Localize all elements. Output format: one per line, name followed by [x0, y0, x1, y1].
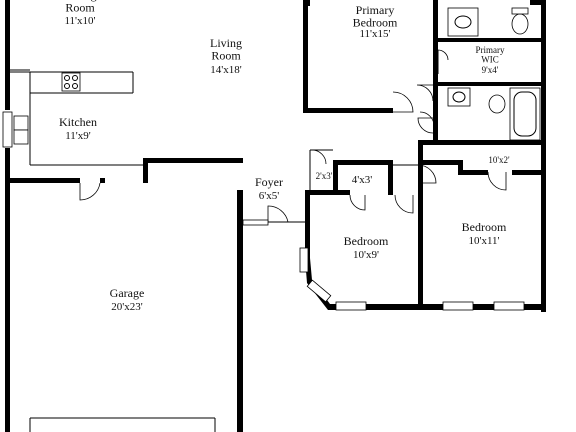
window [2, 111, 13, 148]
room-name: Kitchen [59, 115, 97, 129]
room-dims: 6'x5' [259, 190, 279, 202]
door [79, 182, 101, 201]
room-dims: 11'x9' [65, 130, 91, 142]
window [306, 279, 332, 303]
bathroom-fixtures [447, 7, 541, 141]
room-dims: 9'x4' [482, 65, 499, 75]
kitchen-sink-icon [13, 115, 29, 131]
room-label-bedroom-2: Bedroom 10'x11' [462, 220, 507, 247]
garage-door [29, 417, 216, 432]
room-dims: 20'x23' [111, 301, 142, 313]
door [416, 84, 434, 102]
window [493, 301, 525, 311]
room-dims: 10'x9' [353, 249, 379, 261]
room-name: Bedroom [462, 220, 507, 234]
room-label-bedroom-1: Bedroom 10'x9' [344, 234, 389, 261]
front-door [242, 219, 269, 226]
door [311, 149, 327, 165]
closet-dims: 4'x3' [352, 174, 372, 186]
partition-lines [10, 69, 418, 223]
doors [79, 49, 507, 226]
closet-dims: 10'x2' [488, 155, 510, 165]
room-label-dining: DiningRoom 11'x10' [63, 0, 96, 27]
kitchen-sink-icon [13, 129, 29, 145]
bathroom-sink-icon [447, 87, 471, 107]
door [437, 49, 449, 61]
door [392, 91, 414, 113]
door [487, 171, 507, 191]
door [349, 194, 366, 211]
room-name: Foyer [255, 175, 283, 189]
toilet-icon [511, 13, 529, 35]
room-dims: 11'x15' [359, 28, 390, 40]
kitchen-fixtures [2, 72, 81, 148]
room-label-kitchen: Kitchen 11'x9' [59, 115, 97, 142]
closet-dims: 2'x3' [316, 171, 333, 181]
room-dims: 14'x18' [210, 64, 241, 76]
door [394, 194, 414, 214]
bathroom-sink-icon [447, 7, 479, 37]
window [442, 301, 474, 311]
stove-icon [61, 72, 81, 92]
window [335, 301, 367, 311]
angled-bay-wall [299, 247, 525, 311]
room-dims: 10'x11' [468, 235, 499, 247]
room-name: Bedroom [344, 234, 389, 248]
room-name: DiningRoom [63, 0, 96, 15]
room-label-garage: Garage 20'x23' [110, 286, 145, 313]
exterior-walls [5, 0, 546, 432]
door [267, 205, 289, 223]
room-name: Garage [110, 286, 145, 300]
room-label-foyer: Foyer 6'x5' [255, 175, 283, 202]
door [419, 111, 435, 127]
toilet-icon [488, 94, 506, 114]
room-dims: 11'x10' [64, 15, 95, 27]
door [417, 117, 434, 134]
door [417, 164, 437, 184]
window [299, 247, 309, 273]
